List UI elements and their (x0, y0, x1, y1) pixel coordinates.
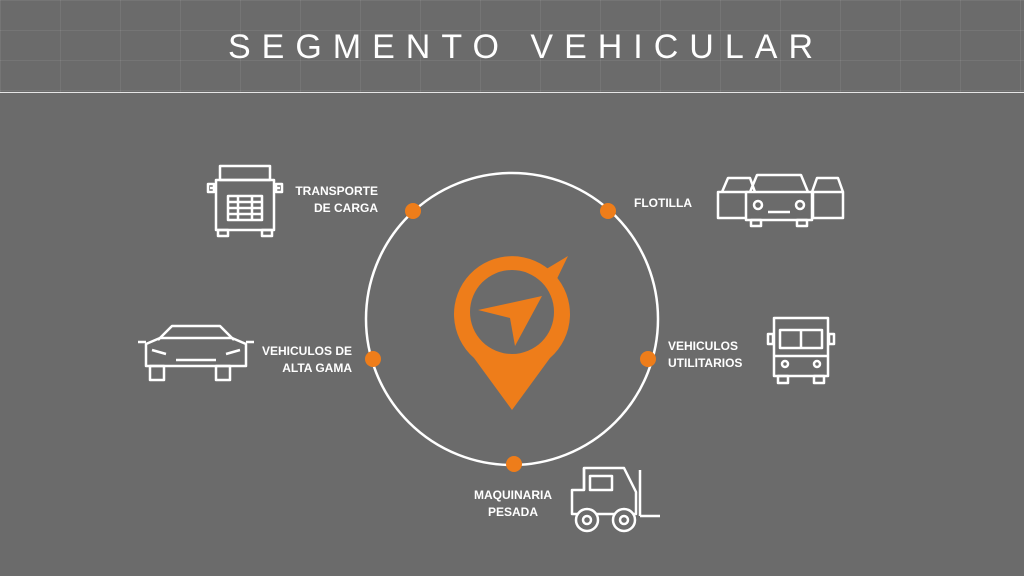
node-dot-transporte (405, 203, 421, 219)
label-line: UTILITARIOS (668, 356, 743, 370)
node-dot-altagama (365, 351, 381, 367)
label-line: ALTA GAMA (282, 361, 352, 375)
label-vehiculos-de-alta-gama: VEHICULOS DE ALTA GAMA (232, 343, 352, 377)
label-transporte-de-carga: TRANSPORTE DE CARGA (258, 183, 378, 217)
header-band: SEGMENTO VEHICULAR (0, 0, 1024, 93)
label-line: PESADA (487, 505, 538, 519)
label-line: VEHICULOS DE (261, 344, 352, 358)
label-line: VEHICULOS (668, 339, 739, 353)
forklift-icon (570, 466, 660, 533)
car-fleet-icon (716, 173, 845, 228)
node-dot-maquinaria (506, 456, 522, 472)
location-pin-navigation-icon (454, 256, 570, 410)
label-maquinaria-pesada: MAQUINARIA PESADA (458, 487, 568, 521)
node-dot-flotilla (600, 203, 616, 219)
semi-truck-icon (206, 164, 284, 238)
label-line: TRANSPORTE (295, 184, 378, 198)
label-flotilla: FLOTILLA (634, 195, 692, 212)
luxury-car-icon (138, 324, 254, 382)
label-line: MAQUINARIA (474, 488, 552, 502)
node-dot-utilitarios (640, 351, 656, 367)
utility-truck-icon (766, 316, 836, 385)
label-line: FLOTILLA (634, 196, 692, 210)
label-vehiculos-utilitarios: VEHICULOS UTILITARIOS (668, 338, 742, 372)
page-title: SEGMENTO VEHICULAR (228, 28, 825, 66)
label-line: DE CARGA (313, 201, 378, 215)
